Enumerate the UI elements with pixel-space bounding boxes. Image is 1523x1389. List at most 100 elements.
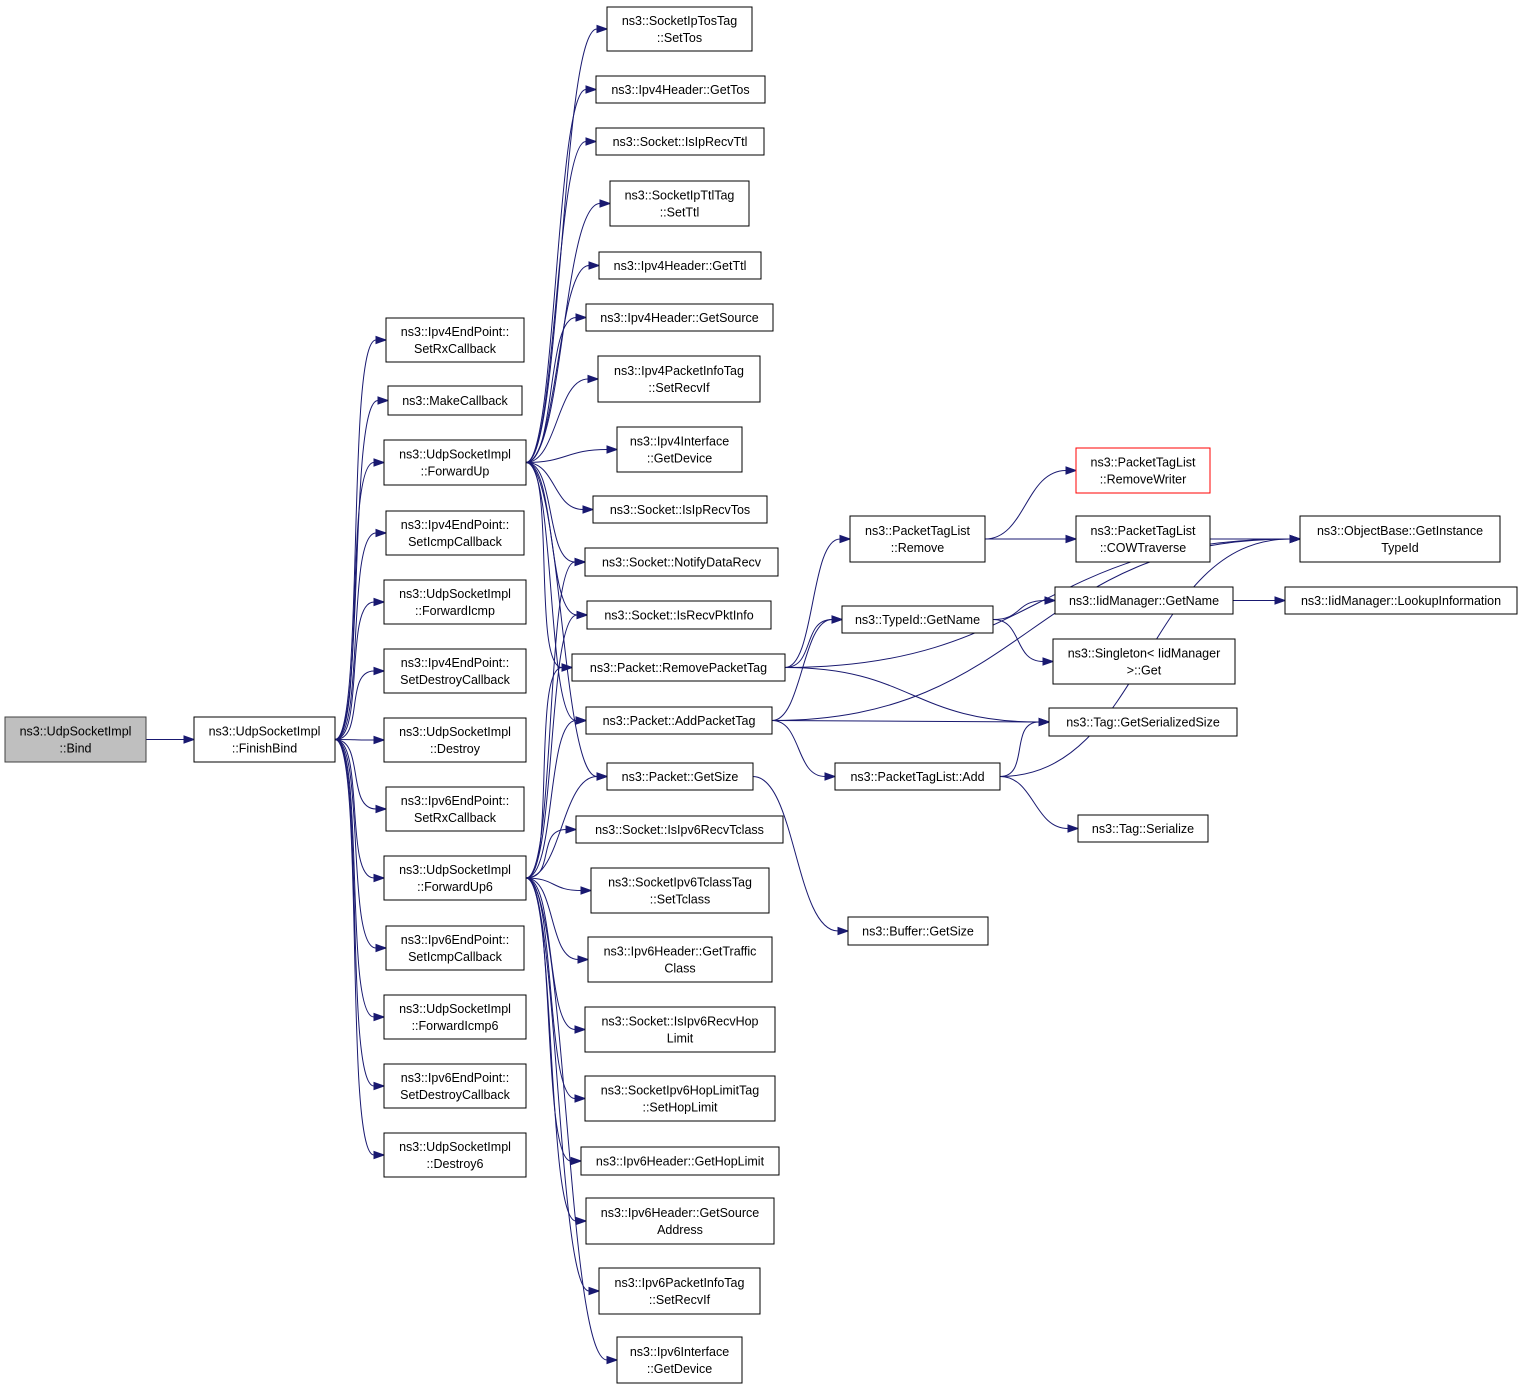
edge-finishbind-to-fwdicmp6 [334,739,386,1022]
node-label: ns3::Ipv6Header::GetTraffic [604,945,757,959]
node-label: ::Destroy [430,742,481,756]
node-if6_getdevice[interactable]: ns3::Ipv6Interface::GetDevice [616,1336,743,1384]
node-settos[interactable]: ns3::SocketIpTosTag::SetTos [606,6,753,52]
edge-fwdup6-to-removepackettag [525,663,574,879]
node-box [1048,707,1238,737]
edge-line [334,462,375,740]
node-makecb[interactable]: ns3::MakeCallback [387,385,523,416]
node-pi6_setrecvif[interactable]: ns3::Ipv6PacketInfoTag::SetRecvIf [598,1267,761,1315]
edge-finishbind-to-ep4_seticmp [334,528,388,740]
node-box [383,717,527,763]
node-label: ns3::Packet::AddPacketTag [603,714,756,728]
node-removepackettag[interactable]: ns3::Packet::RemovePacketTag [571,653,786,682]
arrowhead-icon [373,873,386,883]
node-box [584,1075,776,1122]
arrowhead-icon [1042,657,1055,666]
node-box [383,579,527,625]
node-ep4_setdestroy[interactable]: ns3::Ipv4EndPoint::SetDestroyCallback [383,648,527,694]
node-box [584,1006,776,1053]
node-pi4_setrecvif[interactable]: ns3::Ipv4PacketInfoTag::SetRecvIf [597,355,761,403]
edge-fwdup-to-getsource [525,313,588,463]
edge-line [525,877,572,1162]
node-label: ns3::Socket::IsIpRecvTtl [613,135,748,149]
node-label: Class [664,962,695,976]
node-isipv6recvtclass[interactable]: ns3::Socket::IsIpv6RecvTclass [575,815,784,844]
node-box [385,510,525,556]
node-ep4_seticmp[interactable]: ns3::Ipv4EndPoint::SetIcmpCallback [385,510,525,556]
node-ep4_setrx[interactable]: ns3::Ipv4EndPoint::SetRxCallback [385,317,525,363]
arrowhead-icon [585,137,598,146]
node-tag_serialize[interactable]: ns3::Tag::Serialize [1077,814,1209,843]
node-isrecvpktinfo[interactable]: ns3::Socket::IsRecvPktInfo [586,600,772,630]
node-notifydatarecv[interactable]: ns3::Socket::NotifyDataRecv [584,547,779,577]
node-gettos[interactable]: ns3::Ipv4Header::GetTos [595,75,766,104]
node-buffer_getsize[interactable]: ns3::Buffer::GetSize [847,916,989,946]
node-destroy6[interactable]: ns3::UdpSocketImpl::Destroy6 [383,1132,527,1178]
node-ptl_remove[interactable]: ns3::PacketTagList::Remove [849,515,986,563]
arrowhead-icon [373,458,386,467]
node-fwdup6[interactable]: ns3::UdpSocketImpl::ForwardUp6 [383,855,527,901]
node-fwdicmp[interactable]: ns3::UdpSocketImpl::ForwardIcmp [383,579,527,625]
node-singleton_get[interactable]: ns3::Singleton< IidManager>::Get [1052,638,1236,685]
node-settclass[interactable]: ns3::SocketIpv6TclassTag::SetTclass [590,867,770,914]
node-fwdup[interactable]: ns3::UdpSocketImpl::ForwardUp [383,439,527,486]
edge-line [334,532,377,740]
node-box [1054,586,1234,615]
node-label: >::Get [1127,664,1162,678]
node-label: ns3::UdpSocketImpl [399,725,511,739]
node-ptl_add[interactable]: ns3::PacketTagList::Add [834,762,1001,791]
node-removewriter[interactable]: ns3::PacketTagList::RemoveWriter [1075,447,1211,494]
node-label: ns3::UdpSocketImpl [399,1002,511,1016]
node-ep6_setrx[interactable]: ns3::Ipv6EndPoint::SetRxCallback [385,786,525,832]
node-fwdicmp6[interactable]: ns3::UdpSocketImpl::ForwardIcmp6 [383,994,527,1040]
edge-line [984,470,1067,540]
arrowhead-icon [183,735,196,744]
node-iidmgr_getname[interactable]: ns3::IidManager::GetName [1054,586,1234,615]
node-label: ns3::Packet::RemovePacketTag [590,661,767,675]
node-box [597,355,761,403]
node-addpackettag[interactable]: ns3::Packet::AddPacketTag [585,706,773,735]
node-label: ns3::SocketIpTosTag [622,14,737,28]
node-isiprecvttl[interactable]: ns3::Socket::IsIpRecvTtl [595,127,765,156]
node-getsource[interactable]: ns3::Ipv4Header::GetSource [585,303,774,332]
edge-fwdup6-to-gettrafficclass [525,877,590,964]
node-label: ns3::Ipv6EndPoint:: [401,933,509,947]
node-ep6_seticmp[interactable]: ns3::Ipv6EndPoint::SetIcmpCallback [385,925,525,971]
edge-line [525,89,587,463]
node-cowtraverse[interactable]: ns3::PacketTagList::COWTraverse [1075,515,1211,563]
node-gethoplimit[interactable]: ns3::Ipv6Header::GetHopLimit [580,1146,780,1176]
node-packet_getsize[interactable]: ns3::Packet::GetSize [606,762,754,791]
node-box [606,6,753,52]
node-label: ns3::UdpSocketImpl [209,725,321,739]
node-label: ns3::UdpSocketImpl [20,725,132,739]
node-label: ::FinishBind [232,742,297,756]
node-setttl[interactable]: ns3::SocketIpTtlTag::SetTtl [609,180,750,227]
node-destroy[interactable]: ns3::UdpSocketImpl::Destroy [383,717,527,763]
arrowhead-icon [588,261,601,270]
node-box [193,716,336,763]
node-label: SetRxCallback [414,342,497,356]
node-typeid_getname[interactable]: ns3::TypeId::GetName [841,605,994,634]
node-box [385,317,525,363]
node-box [841,605,994,634]
arrowhead-icon [588,1286,601,1296]
edge-line [525,877,576,1099]
arrowhead-icon [577,955,590,964]
node-ep6_setdestroy[interactable]: ns3::Ipv6EndPoint::SetDestroyCallback [383,1063,527,1109]
node-getttl[interactable]: ns3::Ipv4Header::GetTtl [598,251,762,280]
node-bind[interactable]: ns3::UdpSocketImpl::Bind [4,716,147,763]
node-finishbind[interactable]: ns3::UdpSocketImpl::FinishBind [193,716,336,763]
node-tag_getserializedsize[interactable]: ns3::Tag::GetSerializedSize [1048,707,1238,737]
node-box [4,716,147,763]
node-sethoplimit[interactable]: ns3::SocketIpv6HopLimitTag::SetHopLimit [584,1075,776,1122]
node-label: ns3::SocketIpv6TclassTag [608,876,752,890]
node-box [383,855,527,901]
node-box [584,547,779,577]
node-if4_getdevice[interactable]: ns3::Ipv4Interface::GetDevice [616,426,743,473]
node-isiprecvtos[interactable]: ns3::Socket::IsIpRecvTos [592,495,768,524]
node-lookupinformation[interactable]: ns3::IidManager::LookupInformation [1284,586,1518,615]
